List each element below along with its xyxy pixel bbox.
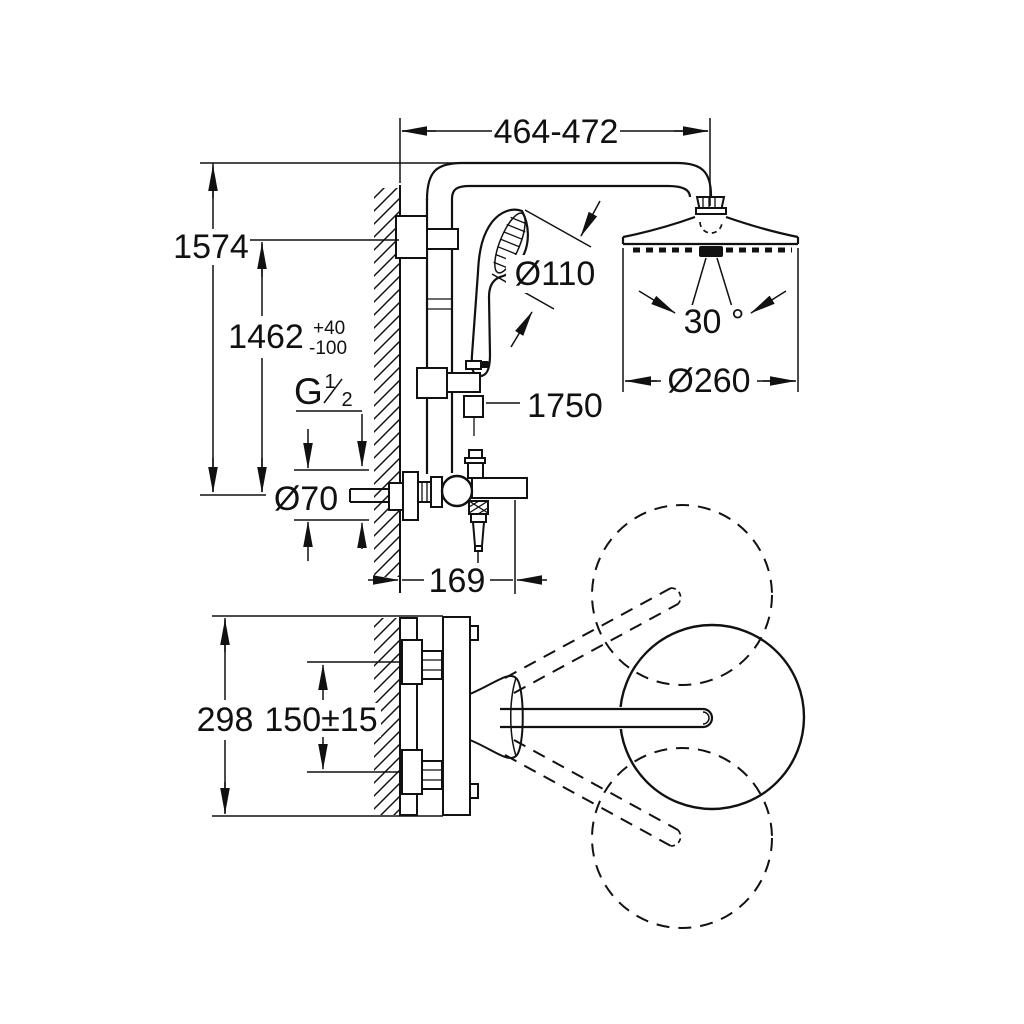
label-total-height: 1574 — [173, 228, 249, 266]
ext-lines — [294, 469, 369, 521]
valve-body-plan — [442, 616, 471, 816]
label-thread-letter: G — [294, 371, 323, 412]
dim-inlet-height: 1462 +40 -100 — [220, 239, 399, 493]
label-body-span: 298 — [197, 701, 254, 739]
inlet-pipe — [349, 482, 404, 511]
rail-joint — [427, 298, 452, 310]
ext-lines — [622, 248, 799, 392]
fraction-slash — [323, 378, 343, 404]
label-hose-length: 1750 — [527, 387, 603, 425]
label-hand-dia: Ø110 — [515, 255, 596, 293]
dim-total-height: 1574 — [167, 162, 462, 496]
arrowhead — [638, 290, 676, 314]
dim-arm-span: 464-472 — [399, 112, 711, 206]
valve-body — [471, 477, 528, 499]
swivel-circle-upper — [591, 504, 773, 686]
side-knob-top — [469, 625, 479, 641]
ext-lines — [307, 661, 400, 773]
supply-connection-bottom — [401, 749, 443, 795]
label-depth: 169 — [429, 562, 486, 600]
arrowhead — [750, 290, 787, 314]
label-thread-denominator: 2 — [341, 389, 352, 411]
volume-knob — [440, 474, 474, 508]
side-view: 464-472 1574 1462 +40 -100 G 1 2 — [167, 112, 800, 600]
dim-hand-dia: Ø110 — [491, 200, 604, 348]
shower-arm — [425, 161, 713, 201]
ext-lines — [212, 615, 443, 817]
label-tolerance-minus: -100 — [309, 338, 347, 359]
hose-connector — [468, 500, 489, 563]
supply-connection-top — [401, 639, 443, 685]
label-spray-angle: 30 ° — [684, 303, 745, 341]
top-port — [464, 449, 486, 479]
thermostat-valve — [349, 449, 528, 563]
dim-inlet-dia: Ø70 — [266, 429, 369, 561]
label-tolerance-plus: +40 — [313, 318, 345, 339]
label-arm-span: 464-472 — [494, 113, 619, 151]
swivel-circle-lower — [591, 747, 773, 929]
dim-hose-length: 1750 — [486, 387, 603, 425]
arrowhead — [580, 200, 601, 237]
center-spray-insert — [699, 246, 723, 257]
side-knob-bottom — [469, 783, 479, 799]
head-shower — [621, 215, 800, 257]
ext-lines — [399, 118, 711, 206]
label-inlet-spacing: 150±15 — [264, 701, 377, 739]
wall-bracket — [395, 215, 459, 259]
label-inlet-dia: Ø70 — [274, 480, 338, 518]
hand-shower-face — [493, 212, 528, 274]
dim-spray-angle: 30 ° — [638, 290, 787, 341]
dim-body-span: 298 — [191, 615, 443, 817]
dim-head-dia: Ø260 — [622, 248, 799, 400]
dim-depth: 169 — [368, 500, 547, 600]
rail-slider — [416, 360, 484, 436]
label-head-dia: Ø260 — [667, 362, 750, 400]
arm-ball-joint-nut — [695, 196, 727, 234]
hose-outlet — [463, 395, 484, 418]
label-thread-numerator: 1 — [324, 371, 335, 393]
shower-arm-plan — [500, 707, 716, 729]
arm-escutcheon — [469, 675, 524, 759]
dim-inlet-spacing: 150±15 — [261, 661, 400, 773]
swivel-arm-lower — [504, 739, 682, 847]
swivel-arm-upper — [504, 587, 682, 694]
ball-joint-dashed — [699, 221, 723, 234]
plan-view: 298 150±15 — [191, 504, 806, 929]
label-inlet-height: 1462 — [228, 318, 304, 356]
wall-escutcheon — [402, 471, 419, 521]
arrowhead — [510, 311, 533, 348]
dim-thread: G 1 2 — [294, 371, 367, 549]
